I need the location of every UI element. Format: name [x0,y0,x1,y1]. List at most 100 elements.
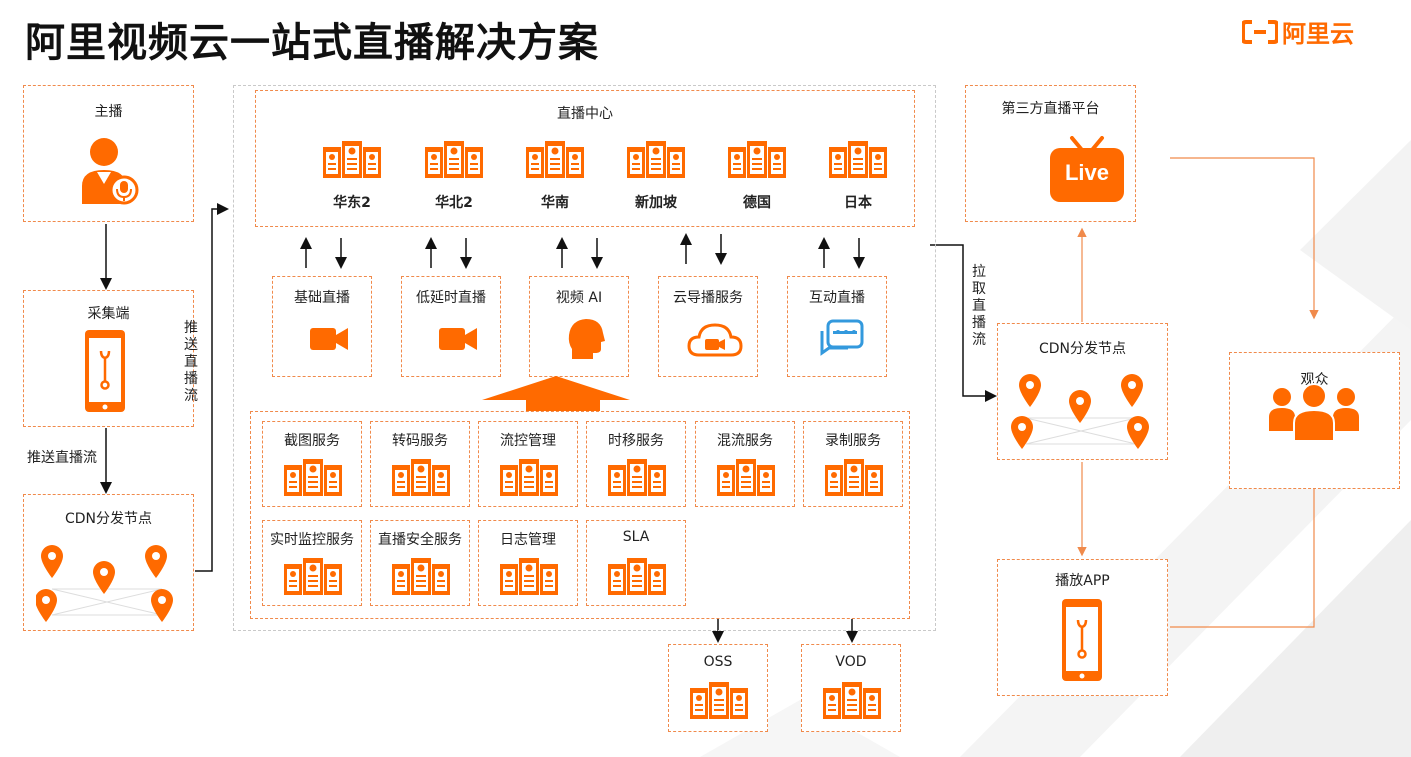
grid-service-label: 混流服务 [717,433,773,449]
phone-icon [84,329,126,417]
server-icon [727,140,787,184]
aliyun-logo: 阿里云 [1241,14,1354,49]
cdn-box-right: CDN分发节点 [997,323,1168,460]
storage-label: OSS [703,654,733,670]
push-stream-label-horizontal: 推送直播流 [27,450,97,466]
streamer-box: 主播 [23,85,194,222]
server-icon [499,458,559,502]
audience-box: 观众 [1229,352,1400,489]
map-pin-cluster-icon [35,543,186,631]
play-app-label: 播放APP [1055,573,1110,589]
region-label: 华东2 [333,195,371,211]
service-box: 视频 AI [529,276,629,377]
server-icon [391,557,451,601]
server-icon [391,458,451,502]
grid-service-box: 混流服务 [695,421,795,507]
server-icon [822,681,882,725]
service-box: 低延时直播 [401,276,501,377]
service-label: 低延时直播 [416,290,486,306]
grid-service-label: 截图服务 [284,433,340,449]
video-camera-icon [309,325,349,357]
pull-stream-label: 拉取直播流 [972,264,986,348]
third-party-box: 第三方直播平台 Live [965,85,1136,222]
server-icon [283,458,343,502]
aliyun-logo-mark-icon [1241,19,1279,44]
grid-service-box: 直播安全服务 [370,520,470,606]
head-ai-icon [568,319,605,359]
grid-service-box: 日志管理 [478,520,578,606]
cloud-camera-icon [687,323,743,357]
grid-service-label: SLA [622,529,650,545]
third-party-label: 第三方直播平台 [1001,101,1100,117]
video-camera-icon [438,325,478,357]
grid-service-box: 转码服务 [370,421,470,507]
map-pin-cluster-icon [1010,372,1160,460]
capture-box: 采集端 [23,290,194,427]
chat-icon [820,319,864,363]
cdn-box-left: CDN分发节点 [23,494,194,631]
grid-service-box: 录制服务 [803,421,903,507]
streamer-label: 主播 [94,104,123,120]
storage-label: VOD [835,654,867,670]
live-tv-icon: Live [1050,136,1124,208]
video-camera-icon [310,328,348,350]
play-app-box: 播放APP [997,559,1168,696]
region-label: 华南 [541,195,569,211]
service-label: 视频 AI [555,290,603,306]
grid-service-label: 日志管理 [500,532,556,548]
service-box: 互动直播 [787,276,887,377]
capture-label: 采集端 [87,306,130,322]
phone-icon [1061,598,1103,686]
center-outer-panel [233,85,936,631]
storage-box: VOD [801,644,901,732]
server-icon [716,458,776,502]
grid-service-box: 实时监控服务 [262,520,362,606]
cloud-camera-icon [687,321,743,361]
server-icon [499,557,559,601]
chat-icon [820,319,864,356]
region-label: 华北2 [435,195,473,211]
server-icon [824,458,884,502]
server-icon [828,140,888,184]
service-label: 互动直播 [809,290,865,306]
grid-service-box: 截图服务 [262,421,362,507]
grid-service-label: 录制服务 [825,433,881,449]
grid-service-box: SLA [586,520,686,606]
server-icon [322,140,382,184]
live-badge-text: Live [1064,160,1110,185]
grid-service-box: 流控管理 [478,421,578,507]
server-icon [283,557,343,601]
region-label: 日本 [844,195,872,211]
service-label: 基础直播 [294,290,350,306]
video-camera-icon [439,328,477,350]
region-label: 新加坡 [635,195,677,211]
server-icon [607,458,667,502]
service-box: 云导播服务 [658,276,758,377]
service-label: 云导播服务 [673,290,743,306]
head-ai-icon [566,317,606,365]
server-icon [626,140,686,184]
push-stream-label-vertical: 推送直播流 [184,320,198,404]
grid-service-label: 实时监控服务 [270,532,354,548]
server-icon [607,557,667,601]
grid-service-box: 时移服务 [586,421,686,507]
server-icon [689,681,749,725]
page-title: 阿里视频云一站式直播解决方案 [25,20,599,66]
grid-service-label: 转码服务 [392,433,448,449]
aliyun-logo-text: 阿里云 [1282,20,1354,48]
storage-box: OSS [668,644,768,732]
person-mic-icon [80,134,140,210]
server-icon [424,140,484,184]
grid-service-label: 直播安全服务 [378,532,462,548]
cdn-right-label: CDN分发节点 [1038,341,1127,357]
region-label: 德国 [743,195,771,211]
audience-label: 观众 [1300,372,1329,388]
server-icon [525,140,585,184]
cdn-left-label: CDN分发节点 [64,511,153,527]
grid-service-label: 流控管理 [500,433,556,449]
service-box: 基础直播 [272,276,372,377]
live-center-label: 直播中心 [557,106,613,122]
grid-service-label: 时移服务 [608,433,664,449]
audience-icon [1268,383,1360,447]
